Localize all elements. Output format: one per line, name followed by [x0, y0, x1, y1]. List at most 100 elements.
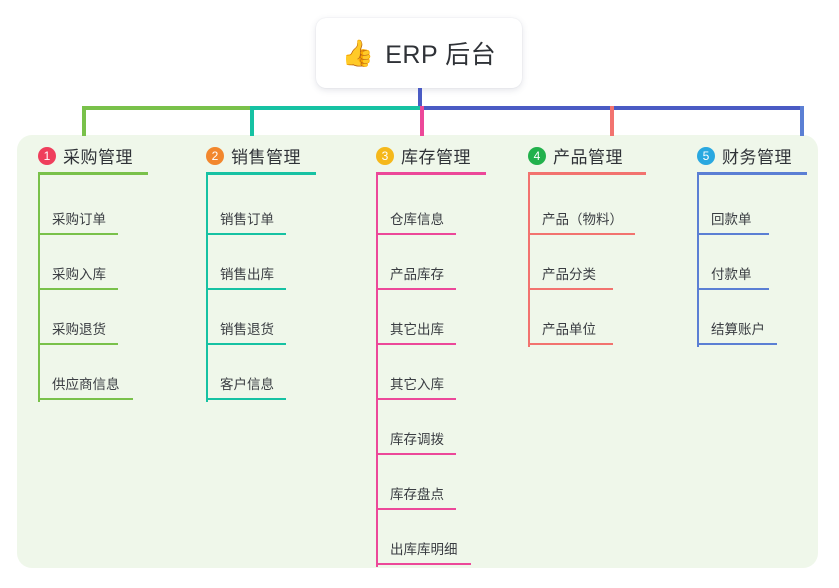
branch-spine — [376, 172, 378, 567]
root-node-title: ERP 后台 — [385, 41, 497, 69]
branch-header-rule — [38, 172, 148, 175]
branch-header-rule — [697, 172, 807, 175]
branch-leaf-rule — [376, 453, 456, 455]
branch-leaf-item[interactable]: 其它出库 — [376, 311, 456, 345]
branch-leaf-label: 产品分类 — [542, 267, 596, 282]
branch-leaf-item[interactable]: 采购入库 — [38, 256, 118, 290]
branch-title: 财务管理 — [722, 148, 792, 167]
branch-leaf-item[interactable]: 产品单位 — [528, 311, 613, 345]
branch-leaf-rule — [528, 233, 635, 235]
branch-leaf-rule — [697, 288, 769, 290]
branch-leaf-rule — [697, 233, 769, 235]
branch-leaf-label: 结算账户 — [711, 322, 765, 337]
branch-leaf-label: 其它出库 — [390, 322, 444, 337]
branch-leaf-item[interactable]: 产品库存 — [376, 256, 456, 290]
branch-leaf-label: 供应商信息 — [52, 377, 120, 392]
branch-leaf-item[interactable]: 产品（物料） — [528, 201, 635, 235]
bus-segment-2 — [250, 106, 422, 110]
branch-leaf-rule — [376, 398, 456, 400]
branch-title: 库存管理 — [401, 148, 471, 167]
branch-spine — [528, 172, 530, 347]
branch-drop-connector — [610, 106, 614, 136]
branch-spine — [206, 172, 208, 402]
branch-spine — [697, 172, 699, 347]
branch-leaf-rule — [697, 343, 777, 345]
branch-title: 产品管理 — [553, 148, 623, 167]
branch-leaf-item[interactable]: 销售出库 — [206, 256, 286, 290]
branch-leaf-label: 出库库明细 — [390, 542, 458, 557]
branch-header[interactable]: 2 销售管理 — [206, 143, 301, 168]
branch-header-rule — [376, 172, 486, 175]
branch-leaf-item[interactable]: 采购退货 — [38, 311, 118, 345]
branch-header[interactable]: 5 财务管理 — [697, 143, 792, 168]
branch-leaf-item[interactable]: 客户信息 — [206, 366, 286, 400]
branch-leaf-label: 仓库信息 — [390, 212, 444, 227]
branch-header[interactable]: 4 产品管理 — [528, 143, 623, 168]
branch-leaf-rule — [376, 288, 456, 290]
branch-leaf-item[interactable]: 库存盘点 — [376, 476, 456, 510]
branch-spine — [38, 172, 40, 402]
branch-leaf-rule — [376, 343, 456, 345]
branch-leaf-item[interactable]: 仓库信息 — [376, 201, 456, 235]
branch-leaf-rule — [206, 398, 286, 400]
branches-panel — [17, 135, 818, 568]
branch-leaf-rule — [38, 398, 133, 400]
branch-leaf-rule — [528, 343, 613, 345]
branch-leaf-label: 库存调拨 — [390, 432, 444, 447]
branch-leaf-label: 其它入库 — [390, 377, 444, 392]
root-stem-connector — [418, 88, 422, 110]
branch-leaf-label: 产品单位 — [542, 322, 596, 337]
branch-drop-connector — [800, 106, 804, 136]
branch-leaf-label: 产品（物料） — [542, 212, 623, 227]
branch-header-rule — [206, 172, 316, 175]
branch-number-badge: 5 — [697, 146, 715, 165]
branch-header[interactable]: 3 库存管理 — [376, 143, 471, 168]
branch-leaf-label: 客户信息 — [220, 377, 274, 392]
branch-leaf-item[interactable]: 供应商信息 — [38, 366, 133, 400]
branch-leaf-item[interactable]: 产品分类 — [528, 256, 613, 290]
branch-leaf-rule — [38, 343, 118, 345]
bus-segment-1 — [82, 106, 252, 110]
branch-leaf-label: 销售退货 — [220, 322, 274, 337]
branch-number-badge: 4 — [528, 146, 546, 165]
branch-leaf-item[interactable]: 销售订单 — [206, 201, 286, 235]
branch-leaf-item[interactable]: 采购订单 — [38, 201, 118, 235]
branch-number-badge: 1 — [38, 146, 56, 165]
branch-leaf-item[interactable]: 回款单 — [697, 201, 769, 235]
branch-leaf-rule — [376, 508, 456, 510]
branch-leaf-label: 产品库存 — [390, 267, 444, 282]
branch-leaf-item[interactable]: 结算账户 — [697, 311, 777, 345]
branch-drop-connector — [420, 106, 424, 136]
branch-leaf-rule — [206, 343, 286, 345]
branch-title: 采购管理 — [63, 148, 133, 167]
branch-number-badge: 2 — [206, 146, 224, 165]
branch-leaf-item[interactable]: 库存调拨 — [376, 421, 456, 455]
branch-leaf-label: 采购订单 — [52, 212, 106, 227]
branch-leaf-item[interactable]: 销售退货 — [206, 311, 286, 345]
branch-header-rule — [528, 172, 646, 175]
root-node[interactable]: 👍 ERP 后台 — [316, 18, 522, 88]
branch-leaf-rule — [528, 288, 613, 290]
branch-leaf-rule — [38, 288, 118, 290]
branch-leaf-label: 销售订单 — [220, 212, 274, 227]
branch-drop-connector — [82, 106, 86, 136]
branch-leaf-rule — [38, 233, 118, 235]
branch-number-badge: 3 — [376, 146, 394, 165]
branch-leaf-label: 采购退货 — [52, 322, 106, 337]
branch-leaf-label: 回款单 — [711, 212, 752, 227]
branch-leaf-item[interactable]: 出库库明细 — [376, 531, 471, 565]
branch-title: 销售管理 — [231, 148, 301, 167]
branch-leaf-item[interactable]: 其它入库 — [376, 366, 456, 400]
branch-leaf-label: 库存盘点 — [390, 487, 444, 502]
branch-leaf-label: 销售出库 — [220, 267, 274, 282]
branch-header[interactable]: 1 采购管理 — [38, 143, 133, 168]
branch-leaf-rule — [206, 233, 286, 235]
branch-leaf-rule — [206, 288, 286, 290]
thumbs-up-icon: 👍 — [341, 38, 375, 68]
branch-drop-connector — [250, 106, 254, 136]
branch-leaf-rule — [376, 563, 471, 565]
branch-leaf-label: 采购入库 — [52, 267, 106, 282]
branch-leaf-rule — [376, 233, 456, 235]
branch-leaf-item[interactable]: 付款单 — [697, 256, 769, 290]
